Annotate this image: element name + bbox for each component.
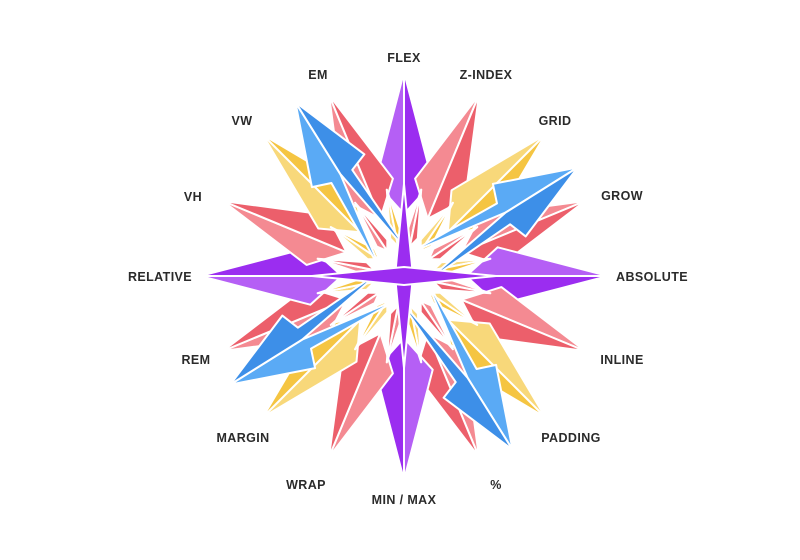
label-relative: RELATIVE [128, 270, 192, 284]
label-vw: VW [232, 114, 253, 128]
inner-shard-0-b [408, 188, 423, 248]
arrow-rem-left [229, 296, 402, 386]
inner-shard-9-b [354, 299, 389, 351]
label-percent: % [490, 478, 502, 492]
inner-shard-2-b [427, 226, 479, 261]
inner-shard-12-b [316, 257, 376, 272]
label-padding: PADDING [541, 431, 601, 445]
inner-shard-5-b [427, 291, 479, 326]
inner-shard-10-b [329, 291, 381, 326]
arrow-percent-left [424, 278, 514, 451]
label-grow: GROW [601, 189, 643, 203]
arrow-grow-left [406, 166, 579, 256]
label-rem: REM [182, 353, 211, 367]
label-wrap: WRAP [286, 478, 326, 492]
inner-shard-14-b [354, 201, 389, 253]
inner-shard-4-b [432, 280, 492, 295]
inner-shard-13-b [329, 226, 381, 261]
label-vh: VH [184, 190, 202, 204]
label-z-index: Z-INDEX [460, 68, 513, 82]
label-absolute: ABSOLUTE [616, 270, 688, 284]
label-flex: FLEX [387, 51, 421, 65]
center-spindle-1 [311, 266, 497, 286]
label-min-max: MIN / MAX [372, 493, 437, 507]
label-em: EM [308, 68, 328, 82]
compass-arrows [229, 101, 579, 451]
label-grid: GRID [539, 114, 572, 128]
inner-shard-1-b [419, 201, 454, 253]
label-inline: INLINE [600, 353, 643, 367]
label-margin: MARGIN [216, 431, 269, 445]
inner-shard-6-b [419, 299, 454, 351]
inner-shard-8-b [385, 304, 400, 364]
arrow-em-left [294, 101, 384, 274]
